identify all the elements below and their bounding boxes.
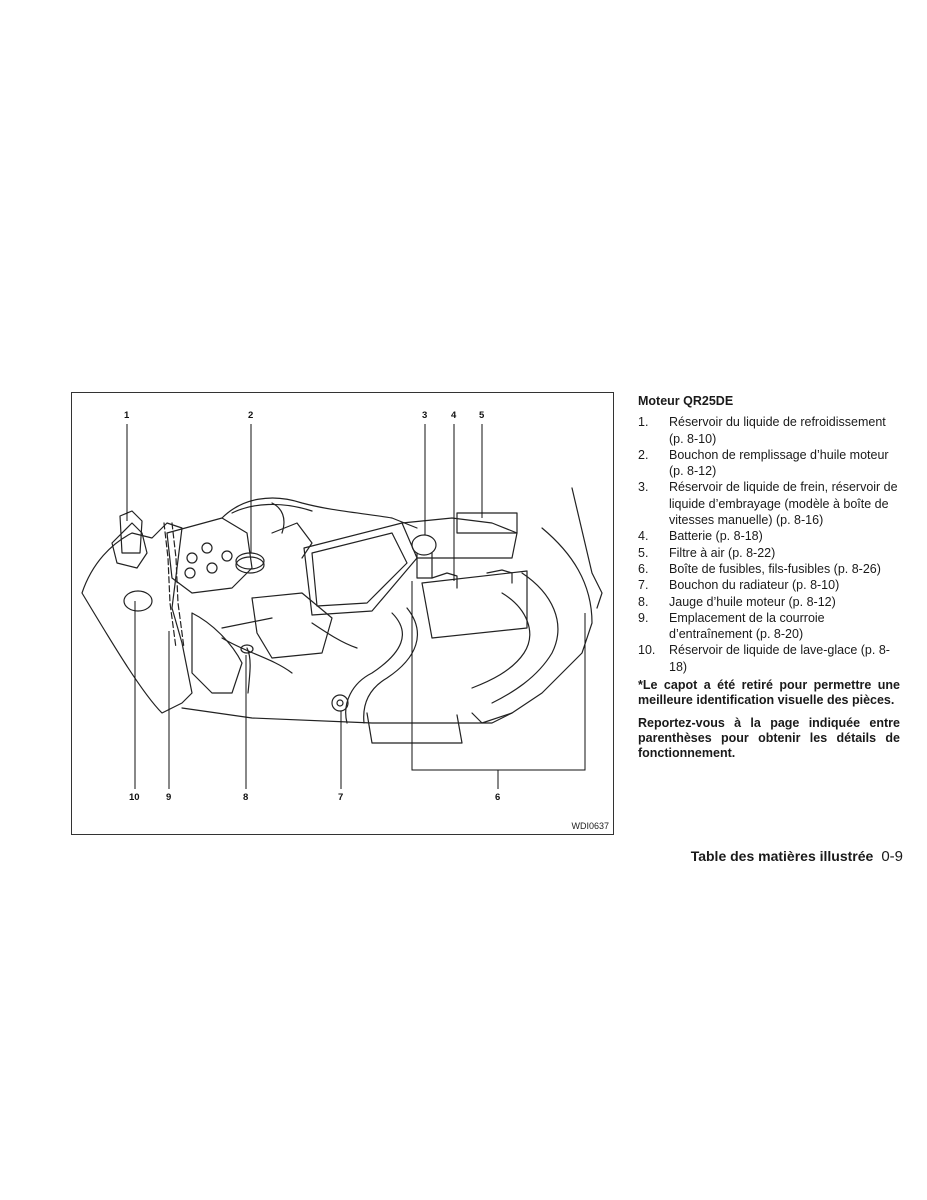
legend-panel: Moteur QR25DE 1. Réservoir du liquide de … (638, 393, 900, 761)
callout-4: 4 (451, 410, 457, 421)
legend-item-number: 5. (638, 545, 649, 560)
legend-item-number: 2. (638, 447, 649, 462)
legend-item-text: Bouchon du radiateur (p. 8-10) (669, 578, 840, 593)
engine-compartment-figure: 1 2 3 4 5 10 9 8 7 6 WDI0637 (71, 392, 614, 835)
page-number: 0-9 (881, 848, 903, 865)
legend-item: 7. Bouchon du radiateur (p. 8-10) (638, 577, 900, 593)
figure-code: WDI0637 (571, 821, 609, 831)
callout-8: 8 (243, 792, 249, 803)
legend-title: Moteur QR25DE (638, 394, 734, 408)
legend-item: 2. Bouchon de remplissage d’huile moteur … (638, 447, 900, 480)
legend-item-number: 9. (638, 610, 649, 625)
legend-item: 5. Filtre à air (p. 8-22) (638, 545, 900, 561)
legend-item: 4. Batterie (p. 8-18) (638, 528, 900, 544)
callout-9: 9 (166, 792, 172, 803)
legend-item-number: 6. (638, 561, 649, 576)
callout-10: 10 (129, 792, 140, 803)
legend-item-text: Réservoir de liquide de lave-glace (p. 8… (669, 643, 890, 674)
callout-2: 2 (248, 410, 254, 421)
engine-illustration (81, 424, 603, 789)
callout-6: 6 (495, 792, 501, 803)
page-reference-note: Reportez-vous à la page indiquée entre p… (638, 716, 900, 761)
legend-item-text: Bouchon de remplissage d’huile moteur (p… (669, 447, 889, 479)
page-footer: Table des matières illustrée 0-9 (691, 848, 903, 865)
callout-3: 3 (422, 410, 428, 421)
callout-7: 7 (338, 792, 344, 803)
legend-item: 3. Réservoir de liquide de frein, réservo… (638, 479, 900, 528)
section-title: Table des matières illustrée (690, 848, 874, 864)
hood-removed-note: *Le capot a été retiré pour permettre un… (638, 678, 900, 708)
callout-5: 5 (479, 410, 485, 421)
legend-item-number: 1. (638, 415, 649, 430)
legend-item: 6. Boîte de fusibles, fils-fusibles (p. 8… (638, 561, 900, 577)
legend-item-text: Réservoir de liquide de frein, réservoir… (669, 480, 898, 528)
callout-1: 1 (124, 410, 130, 421)
legend-item-number: 7. (638, 578, 649, 593)
legend-item-number: 4. (638, 529, 649, 544)
legend-item-text: Boîte de fusibles, fils-fusibles (p. 8-2… (669, 561, 881, 576)
legend-item: 8. Jauge d’huile moteur (p. 8-12) (638, 594, 900, 610)
legend-item: 1. Réservoir du liquide de refroidissemen… (638, 414, 900, 447)
legend-item-number: 8. (638, 594, 649, 609)
legend-item: 10. Réservoir de liquide de lave-glace (p… (638, 642, 900, 675)
legend-item-text: Réservoir du liquide de refroidissement … (669, 415, 886, 446)
legend-item-text: Filtre à air (p. 8-22) (669, 545, 776, 560)
legend-item-number: 3. (638, 480, 649, 495)
legend-item-text: Jauge d’huile moteur (p. 8-12) (669, 594, 836, 609)
legend-item-number: 10. (638, 643, 656, 658)
legend-item-text: Batterie (p. 8-18) (669, 529, 763, 544)
legend-item: 9. Emplacement de la courroie d’entraînem… (638, 610, 900, 643)
legend-list: 1. Réservoir du liquide de refroidissemen… (638, 414, 900, 675)
legend-item-text: Emplacement de la courroie d’entraînemen… (669, 610, 825, 642)
